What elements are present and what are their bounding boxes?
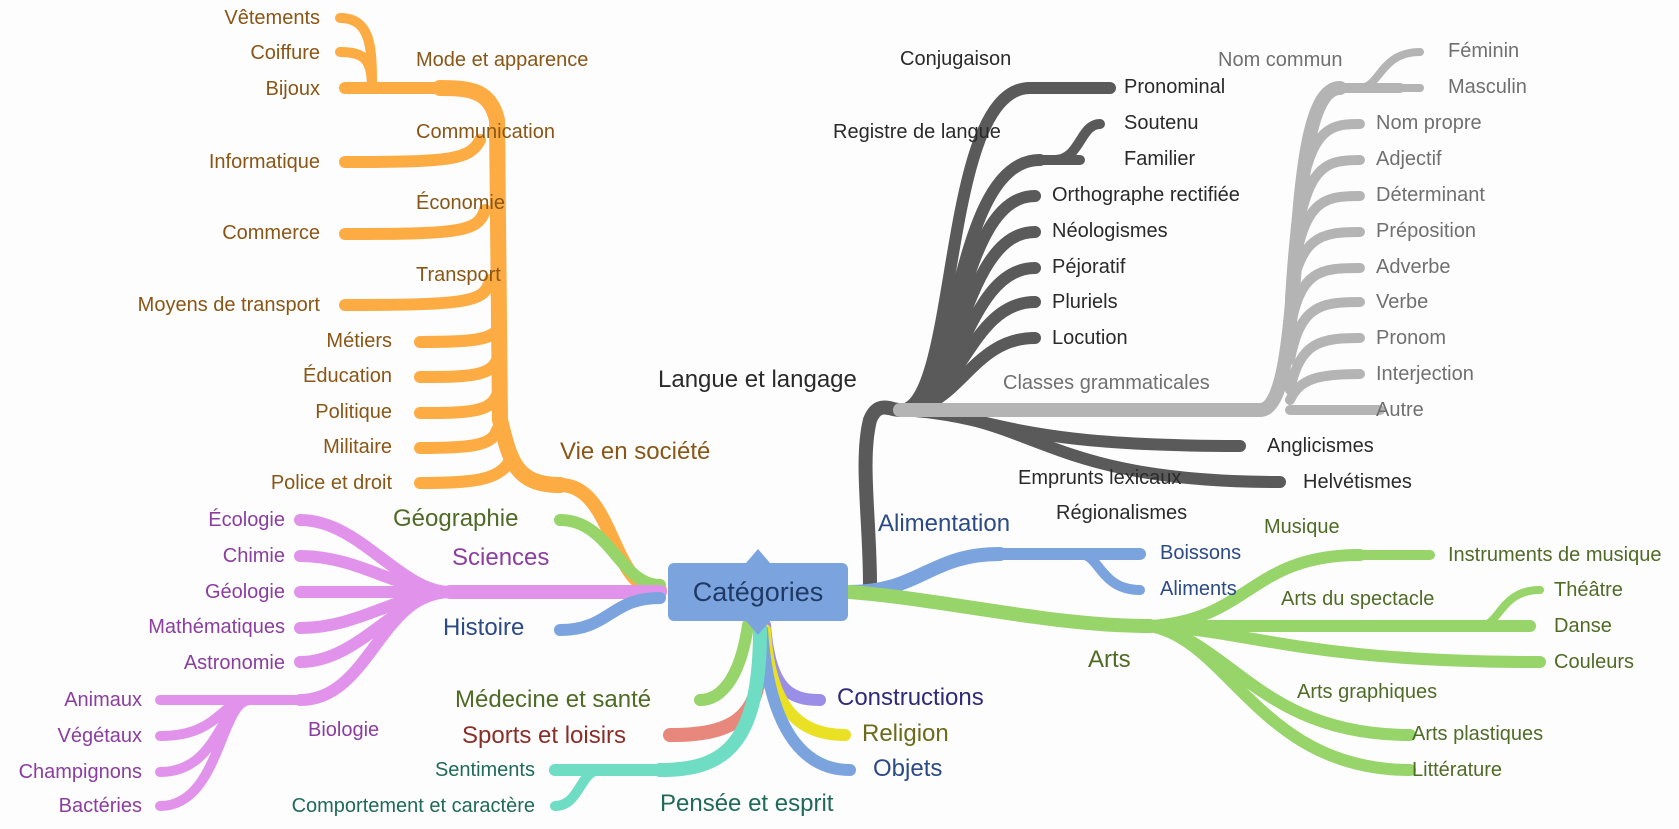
node-masculin[interactable]: Masculin [1448, 76, 1527, 98]
node-registre[interactable]: Registre de langue [833, 121, 1001, 143]
node-alimentation[interactable]: Alimentation [878, 510, 1011, 537]
node-sciences[interactable]: Sciences [452, 544, 550, 571]
node-plastiques[interactable]: Arts plastiques [1412, 723, 1544, 745]
node-metiers[interactable]: Métiers [326, 330, 392, 352]
node-class-5[interactable]: Verbe [1376, 291, 1429, 313]
node-science-2[interactable]: Géologie [204, 581, 285, 603]
lightgray-branch [893, 48, 1424, 417]
node-vie-en-societe[interactable]: Vie en société [560, 438, 711, 465]
node-vetements[interactable]: Vêtements [224, 7, 320, 29]
node-bio-0[interactable]: Animaux [64, 689, 142, 711]
node-militaire[interactable]: Militaire [323, 436, 392, 458]
node-commerce[interactable]: Commerce [222, 222, 320, 244]
node-theatre[interactable]: Théâtre [1554, 579, 1623, 601]
node-pluriels[interactable]: Pluriels [1052, 291, 1118, 313]
node-spectacle[interactable]: Arts du spectacle [1281, 588, 1435, 610]
node-economie[interactable]: Économie [416, 192, 505, 214]
gray-branch [858, 82, 1286, 592]
node-class-4[interactable]: Adverbe [1376, 256, 1451, 278]
node-moyens-transport[interactable]: Moyens de transport [137, 294, 320, 316]
node-science-0[interactable]: Écologie [208, 509, 285, 531]
node-class-8[interactable]: Autre [1376, 399, 1424, 421]
node-informatique[interactable]: Informatique [208, 151, 320, 173]
node-locution[interactable]: Locution [1052, 327, 1128, 349]
node-graphiques[interactable]: Arts graphiques [1297, 681, 1438, 703]
node-police[interactable]: Police et droit [270, 472, 392, 494]
green-right-branch [843, 549, 1546, 776]
node-musique[interactable]: Musique [1264, 516, 1340, 538]
node-science-4[interactable]: Astronomie [183, 652, 285, 674]
node-science-1[interactable]: Chimie [222, 545, 285, 567]
node-comportement[interactable]: Comportement et caractère [291, 795, 535, 817]
node-communication[interactable]: Communication [416, 121, 555, 143]
node-class-7[interactable]: Interjection [1376, 363, 1474, 385]
node-familier[interactable]: Familier [1124, 148, 1196, 170]
root-node[interactable]: Catégories [668, 549, 848, 635]
node-histoire[interactable]: Histoire [443, 614, 525, 641]
node-bio-3[interactable]: Bactéries [58, 795, 142, 817]
node-transport[interactable]: Transport [416, 264, 501, 286]
node-sentiments[interactable]: Sentiments [434, 759, 535, 781]
node-class-2[interactable]: Déterminant [1376, 184, 1485, 206]
left-branches [155, 514, 667, 811]
node-science-3[interactable]: Mathématiques [148, 616, 285, 638]
node-mode[interactable]: Mode et apparence [416, 49, 589, 71]
node-nom-commun[interactable]: Nom commun [1218, 49, 1343, 71]
node-class-1[interactable]: Adjectif [1376, 148, 1442, 170]
node-conjugaison[interactable]: Conjugaison [900, 48, 1012, 70]
node-anglicismes[interactable]: Anglicismes [1267, 435, 1374, 457]
node-class-0[interactable]: Nom propre [1376, 112, 1482, 134]
node-biologie[interactable]: Biologie [308, 719, 380, 741]
node-classes[interactable]: Classes grammaticales [1003, 372, 1210, 394]
root-label: Catégories [692, 576, 824, 607]
node-soutenu[interactable]: Soutenu [1124, 112, 1199, 134]
node-coiffure[interactable]: Coiffure [250, 42, 320, 64]
blue-right-branch [843, 547, 1146, 599]
bottom-branches [549, 618, 856, 811]
node-pejoratif[interactable]: Péjoratif [1052, 256, 1126, 278]
node-emprunts[interactable]: Emprunts lexicaux [1018, 467, 1182, 489]
node-regionalismes[interactable]: Régionalismes [1056, 502, 1188, 524]
node-instruments[interactable]: Instruments de musique [1448, 544, 1662, 566]
node-medecine[interactable]: Médecine et santé [455, 686, 652, 713]
node-pensee[interactable]: Pensée et esprit [660, 790, 834, 817]
node-feminin[interactable]: Féminin [1448, 40, 1520, 62]
node-bio-2[interactable]: Champignons [18, 761, 142, 783]
node-pronominal[interactable]: Pronominal [1124, 76, 1226, 98]
node-neologismes[interactable]: Néologismes [1052, 220, 1168, 242]
node-boissons[interactable]: Boissons [1160, 542, 1242, 564]
node-aliments[interactable]: Aliments [1160, 578, 1237, 600]
node-helvetismes[interactable]: Helvétismes [1303, 471, 1412, 493]
node-litterature[interactable]: Littérature [1412, 759, 1503, 781]
node-couleurs[interactable]: Couleurs [1554, 651, 1635, 673]
node-danse[interactable]: Danse [1554, 615, 1612, 637]
node-class-3[interactable]: Préposition [1376, 220, 1477, 242]
node-langue[interactable]: Langue et langage [658, 366, 857, 393]
orange-branch [335, 13, 667, 597]
node-bio-1[interactable]: Végétaux [57, 725, 142, 747]
node-bijoux[interactable]: Bijoux [265, 78, 320, 100]
node-ortho[interactable]: Orthographe rectifiée [1052, 184, 1240, 206]
node-geographie[interactable]: Géographie [393, 505, 519, 532]
node-politique[interactable]: Politique [315, 401, 392, 423]
node-arts[interactable]: Arts [1088, 646, 1131, 673]
node-religion[interactable]: Religion [862, 720, 949, 747]
node-education[interactable]: Éducation [303, 365, 392, 387]
node-objets[interactable]: Objets [873, 755, 943, 782]
node-class-6[interactable]: Pronom [1376, 327, 1447, 349]
node-constructions[interactable]: Constructions [837, 684, 984, 711]
node-sports[interactable]: Sports et loisirs [462, 722, 627, 749]
